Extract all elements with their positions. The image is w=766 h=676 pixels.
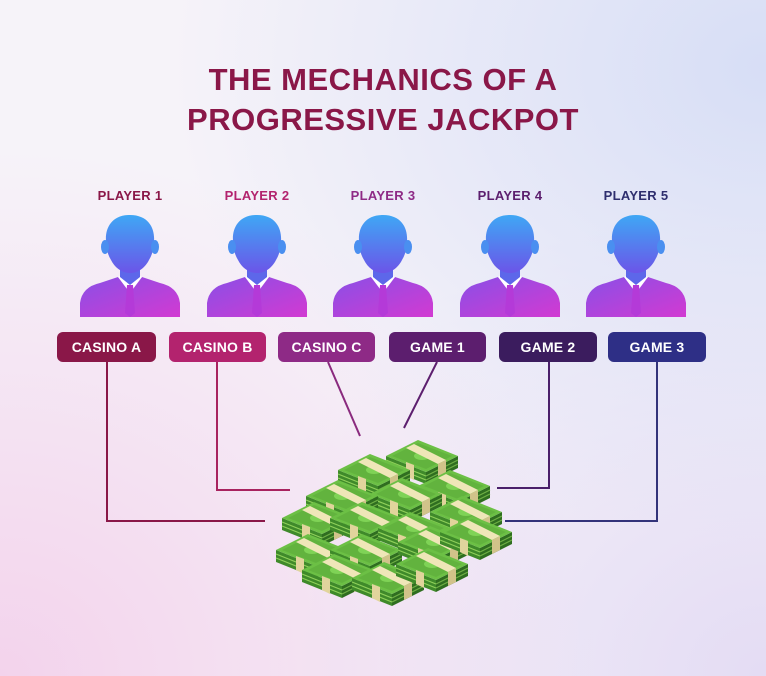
tag-game-1: GAME 1	[389, 332, 486, 362]
player-4: PLAYER 4	[455, 188, 565, 317]
player-label: PLAYER 1	[97, 188, 163, 203]
connector-casino-c	[327, 361, 361, 437]
tag-casino-c: CASINO C	[278, 332, 375, 362]
connector-casino-b	[216, 362, 290, 491]
connector-casino-a	[106, 362, 265, 522]
player-5: PLAYER 5	[581, 188, 691, 317]
player-3: PLAYER 3	[328, 188, 438, 317]
player-label: PLAYER 5	[603, 188, 669, 203]
title-line-1: THE MECHANICS OF A	[208, 62, 558, 97]
connector-game-3	[505, 362, 658, 522]
players-row: PLAYER 1 PLAYER 2 PLAYER 3 PLAYER 4 PLAY…	[0, 0, 766, 320]
player-2: PLAYER 2	[202, 188, 312, 317]
connector-game-2	[497, 362, 550, 489]
tag-casino-a: CASINO A	[57, 332, 156, 362]
player-label: PLAYER 2	[224, 188, 290, 203]
player-label: PLAYER 3	[350, 188, 416, 203]
connector-game-1	[403, 361, 438, 429]
title-line-2: PROGRESSIVE JACKPOT	[187, 102, 579, 137]
tag-game-3: GAME 3	[608, 332, 706, 362]
tag-casino-b: CASINO B	[169, 332, 266, 362]
player-1: PLAYER 1	[75, 188, 185, 317]
player-label: PLAYER 4	[477, 188, 543, 203]
page-title: THE MECHANICS OF A PROGRESSIVE JACKPOT	[0, 60, 766, 140]
tag-game-2: GAME 2	[499, 332, 597, 362]
